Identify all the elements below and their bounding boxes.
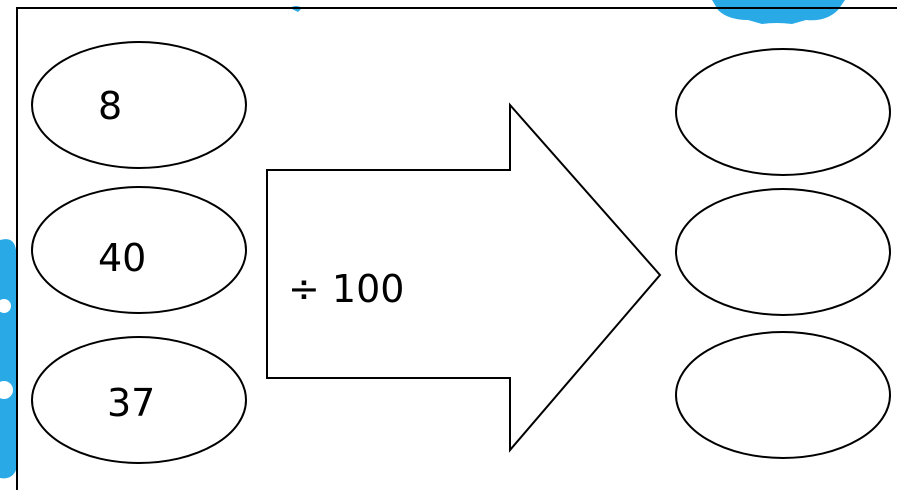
input-oval-shape — [31, 41, 247, 169]
worksheet-frame — [16, 7, 897, 490]
answer-oval-2[interactable] — [675, 188, 891, 316]
answer-oval-1[interactable] — [675, 48, 891, 176]
white-dot-decoration — [0, 381, 13, 399]
input-oval-1: 8 — [31, 41, 247, 169]
operation-label: ÷ 100 — [288, 267, 404, 311]
answer-oval-3[interactable] — [675, 331, 891, 459]
output-column — [675, 48, 891, 459]
operation-arrow: ÷ 100 — [266, 102, 662, 453]
blue-gear-decoration-top — [712, 0, 845, 24]
input-oval-shape — [31, 186, 247, 314]
arrow-shape — [266, 102, 662, 453]
input-oval-3: 37 — [31, 336, 247, 464]
decorative-background-shapes — [0, 0, 845, 479]
input-value-1: 8 — [98, 84, 122, 128]
input-oval-2: 40 — [31, 186, 247, 314]
input-value-3: 37 — [107, 381, 155, 425]
blue-bubble-decoration-left — [0, 239, 16, 479]
input-oval-shape — [31, 336, 247, 464]
white-dot-decoration — [0, 299, 11, 313]
input-value-2: 40 — [98, 236, 146, 280]
input-column: 8 40 37 — [31, 41, 247, 464]
